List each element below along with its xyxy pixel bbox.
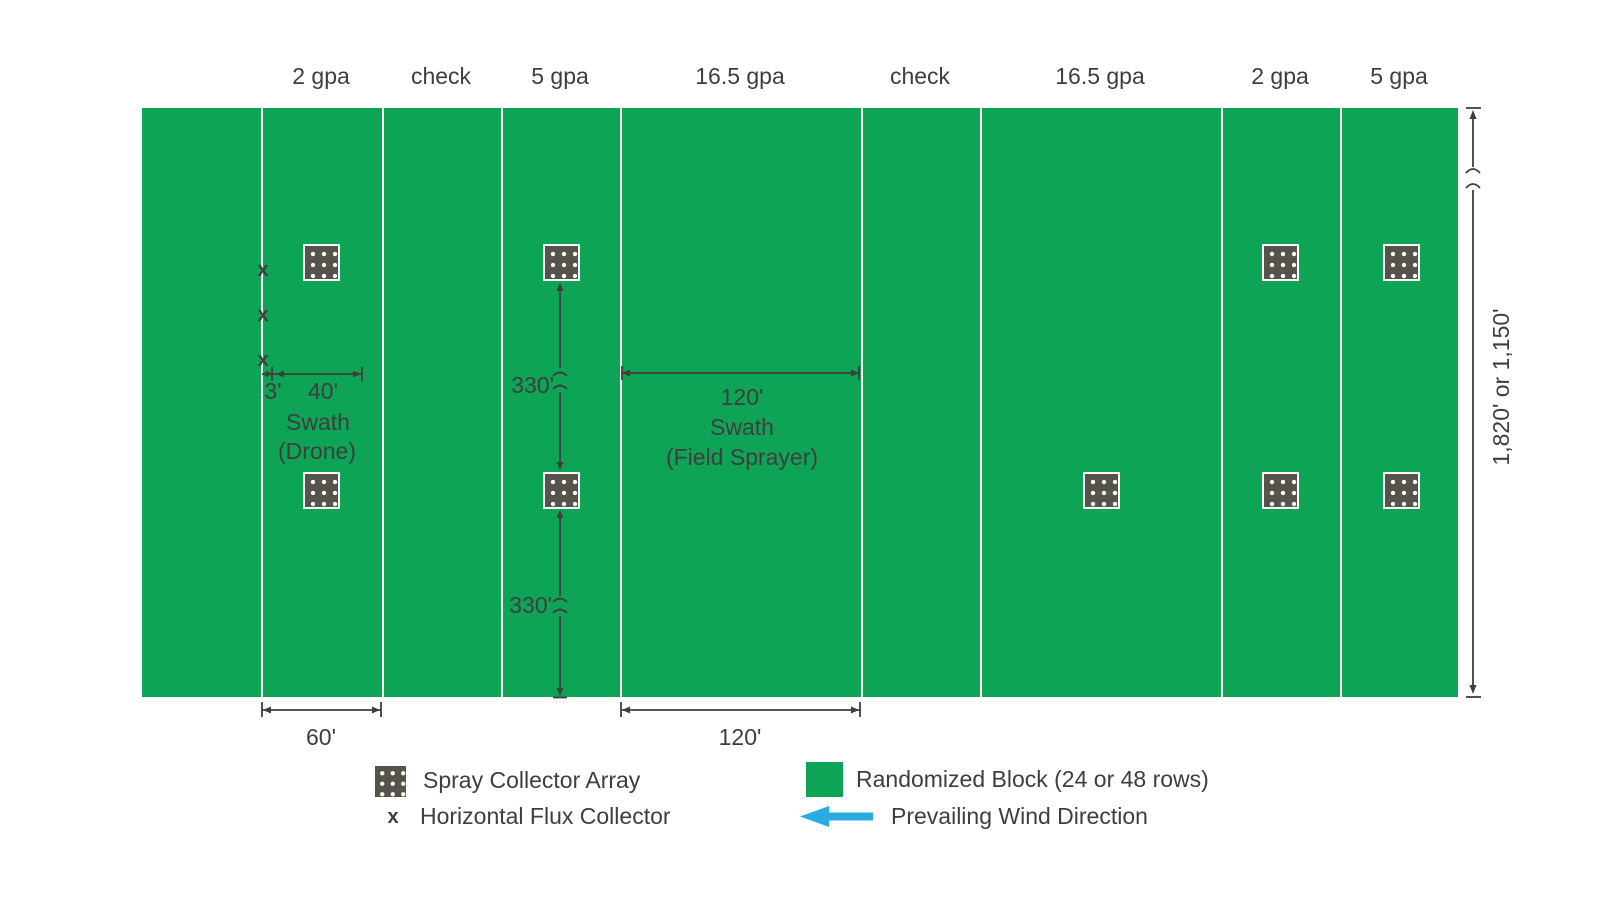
label-120ft-swath: 120'	[720, 384, 764, 411]
label-60ft-width: 60'	[306, 724, 336, 751]
label-330ft-upper: 330'	[511, 372, 554, 399]
horizontal-flux-collector-mark: x	[257, 304, 269, 326]
label-sprayer-swath-2: (Field Sprayer)	[665, 444, 819, 471]
label-sprayer-swath-1: Swath	[710, 414, 774, 441]
label-drone-swath-1: Swath	[286, 409, 350, 436]
legend-wind-label: Prevailing Wind Direction	[891, 803, 1148, 830]
legend-randomized-block-label: Randomized Block (24 or 48 rows)	[856, 766, 1209, 793]
dim-field-length-arrow	[1465, 107, 1481, 698]
wind-direction-arrow-icon	[800, 806, 873, 827]
spray-collector-legend-icon	[373, 764, 408, 799]
spray-collector-array	[303, 244, 340, 281]
block-check-west	[384, 108, 501, 697]
spray-collector-array	[1383, 472, 1420, 509]
spray-collector-array	[1383, 244, 1420, 281]
horizontal-flux-collector-mark: x	[257, 259, 269, 281]
column-label-2gpa-west: 2 gpa	[292, 63, 350, 90]
column-label-check-west: check	[410, 63, 472, 90]
block-check-east	[863, 108, 980, 697]
block-16gpa-west	[622, 108, 861, 697]
block-2gpa-west	[263, 108, 382, 697]
label-field-length: 1,820' or 1,150'	[1488, 308, 1515, 466]
trial-field: x x x	[142, 108, 1458, 697]
spray-collector-array	[543, 244, 580, 281]
column-label-16gpa-east: 16.5 gpa	[1055, 63, 1145, 90]
column-label-16gpa-west: 16.5 gpa	[695, 63, 785, 90]
label-40ft: 40'	[308, 378, 338, 405]
spray-collector-array	[303, 472, 340, 509]
label-330ft-lower: 330'	[509, 592, 552, 619]
label-drone-swath-2: (Drone)	[278, 438, 356, 465]
legend-spray-collector-label: Spray Collector Array	[423, 767, 641, 794]
randomized-block-legend-swatch	[806, 762, 843, 797]
column-label-5gpa-west: 5 gpa	[531, 63, 589, 90]
spray-collector-array	[1262, 472, 1299, 509]
horizontal-flux-collector-mark: x	[257, 349, 269, 371]
label-120ft-width: 120'	[718, 724, 762, 751]
spray-collector-array	[1262, 244, 1299, 281]
dim-120ft-arrow	[620, 702, 861, 717]
column-label-check-east: check	[889, 63, 951, 90]
dim-60ft-arrow	[261, 702, 382, 717]
spray-collector-array	[1083, 472, 1120, 509]
block-buffer	[142, 108, 261, 697]
column-label-2gpa-east: 2 gpa	[1251, 63, 1309, 90]
spray-collector-array	[543, 472, 580, 509]
block-16gpa-east	[982, 108, 1221, 697]
legend-flux-collector-label: Horizontal Flux Collector	[420, 803, 671, 830]
block-2gpa-east	[1223, 108, 1340, 697]
block-5gpa-east	[1342, 108, 1458, 697]
flux-collector-legend-icon: x	[387, 806, 399, 828]
label-3ft: 3'	[264, 378, 282, 405]
column-label-5gpa-east: 5 gpa	[1370, 63, 1428, 90]
